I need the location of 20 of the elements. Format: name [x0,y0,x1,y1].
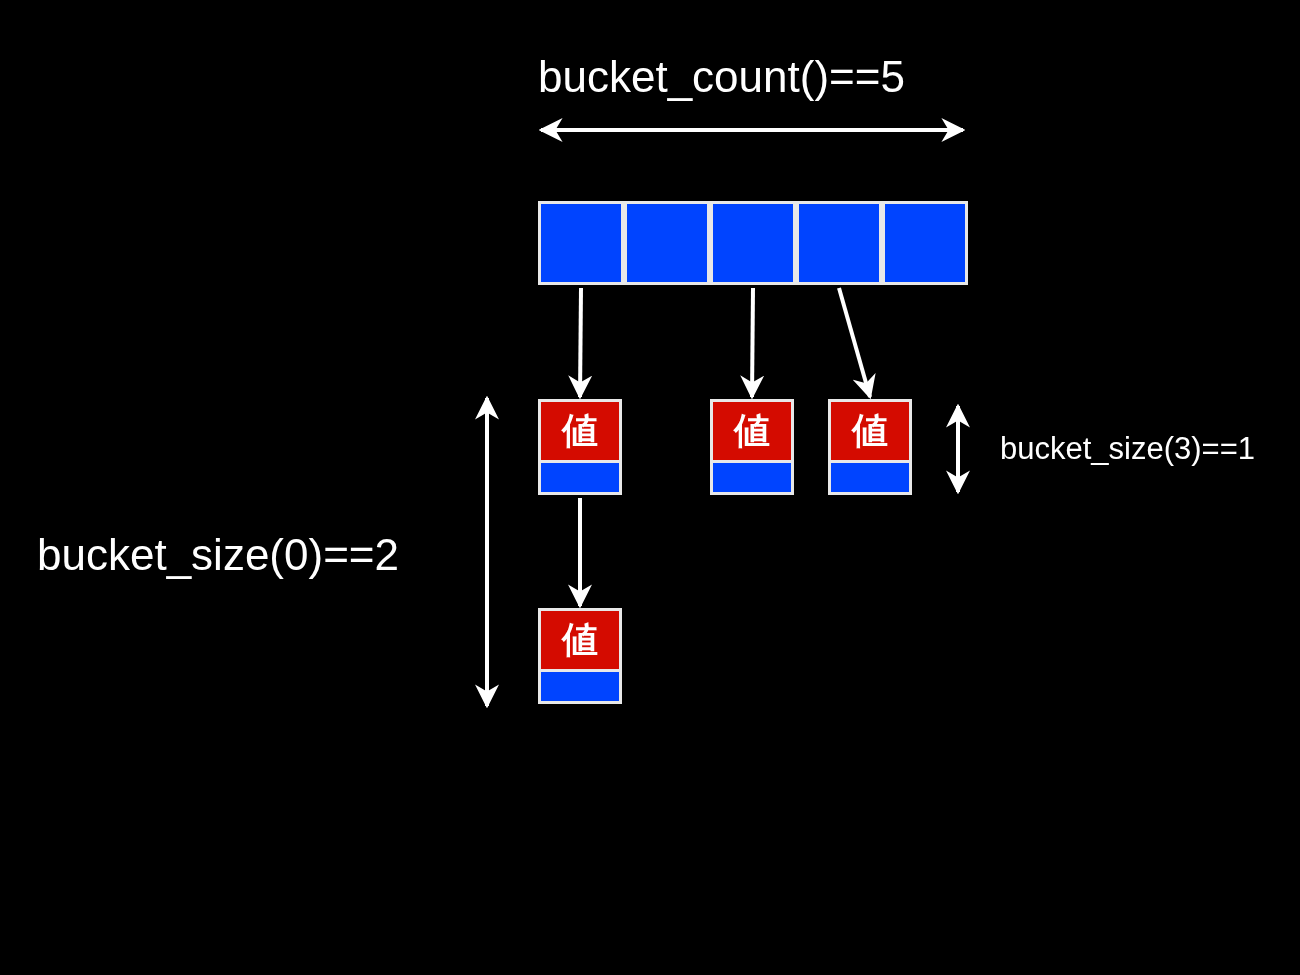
arrow [568,498,592,609]
dimension-label: bucket_size(0)==2 [37,533,399,577]
value-cell: 値 [541,611,619,669]
arrow [568,287,593,400]
bucket-box [538,201,624,285]
list-node [710,399,794,495]
arrow [740,287,765,400]
dimension-label: bucket_count()==5 [538,55,905,99]
value-cell: 値 [541,402,619,460]
bucket-box [710,201,796,285]
arrow [837,287,876,400]
bucket-box [624,201,710,285]
value-cell: 値 [713,402,791,460]
bucket-box [882,201,968,285]
list-node [538,608,622,704]
value-cell: 値 [831,402,909,460]
bucket-box [796,201,882,285]
list-node [828,399,912,495]
dimension-label: bucket_size(3)==1 [1000,433,1256,464]
list-node [538,399,622,495]
